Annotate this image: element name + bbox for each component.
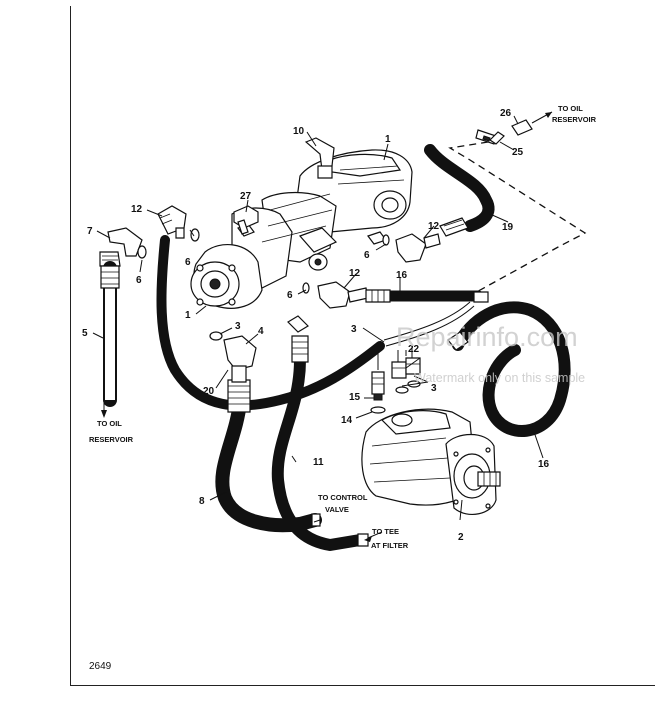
note-to-oil-reservoir-top-1: TO OIL xyxy=(558,104,583,113)
callout-labels: 10 1 27 12 7 6 6 12 6 12 16 6 1 3 4 5 3 … xyxy=(82,108,550,543)
hose-19 xyxy=(424,144,495,237)
elbow-12-right-top xyxy=(395,233,441,263)
callout-2: 2 xyxy=(458,532,464,543)
page-frame xyxy=(70,6,655,686)
callout-3-left: 3 xyxy=(235,321,241,332)
watermark-sub: Watermark only on this sample xyxy=(414,371,585,385)
arrow-to-tee xyxy=(364,531,383,542)
fitting-10 xyxy=(304,137,335,179)
callout-11: 11 xyxy=(313,457,324,468)
arrow-to-control-valve xyxy=(313,519,321,523)
motor-2 xyxy=(361,408,501,516)
fitting-26 xyxy=(511,111,553,136)
callout-8: 8 xyxy=(199,496,205,507)
o-ring-6-right xyxy=(382,234,390,246)
callout-1-left: 1 xyxy=(185,310,191,321)
callout-1-top: 1 xyxy=(385,134,391,145)
callout-3-right: 3 xyxy=(431,383,437,394)
routing-notes: TO OIL RESERVOIR TO OIL RESERVOIR TO CON… xyxy=(89,104,597,550)
callout-16-upper: 16 xyxy=(396,270,408,281)
elbow-12-mid xyxy=(317,281,369,309)
callout-7: 7 xyxy=(87,226,93,237)
callout-15: 15 xyxy=(349,392,361,403)
callout-27: 27 xyxy=(240,191,252,202)
hose-16-loop xyxy=(447,301,571,437)
figure-number: 2649 xyxy=(89,661,112,672)
callout-22: 22 xyxy=(408,344,420,355)
watermark: Repairinfo.com Watermark only on this sa… xyxy=(396,322,585,385)
callout-10: 10 xyxy=(293,126,305,137)
callout-4: 4 xyxy=(258,326,264,337)
note-to-control-valve-1: TO CONTROL xyxy=(318,493,368,502)
note-to-oil-reservoir-left-1: TO OIL xyxy=(97,419,122,428)
fittings-22 xyxy=(391,357,421,379)
callout-6-upper: 6 xyxy=(185,257,191,268)
elbow-7 xyxy=(99,227,143,267)
fitting-15 xyxy=(371,371,385,401)
reservoir-dashed-line xyxy=(448,141,587,301)
callout-26: 26 xyxy=(500,108,512,119)
o-ring-14 xyxy=(370,406,386,414)
note-to-control-valve-2: VALVE xyxy=(325,505,349,514)
leader-lines xyxy=(92,115,544,521)
note-to-oil-reservoir-left-2: RESERVOIR xyxy=(89,435,134,444)
callout-6-mid: 6 xyxy=(287,290,293,301)
note-to-oil-reservoir-top-2: RESERVOIR xyxy=(552,115,597,124)
callout-12-left: 12 xyxy=(131,204,143,215)
o-ring-6-upper xyxy=(190,228,200,242)
callout-25: 25 xyxy=(512,147,524,158)
callout-14: 14 xyxy=(341,415,353,426)
hose-5 xyxy=(100,261,120,407)
hose-16-upper xyxy=(365,289,489,303)
callout-19: 19 xyxy=(502,222,514,233)
elbow-4 xyxy=(209,331,257,383)
elbow-12-left xyxy=(157,205,187,239)
hose-20 xyxy=(156,235,385,411)
fitting-27 xyxy=(233,205,259,235)
callout-20: 20 xyxy=(203,386,215,397)
note-to-tee-1: TO TEE xyxy=(372,527,399,536)
callout-16-lower: 16 xyxy=(538,459,550,470)
hose-11 xyxy=(271,315,369,551)
callout-6-left: 6 xyxy=(136,275,142,286)
tee-fitting-25 xyxy=(475,129,505,145)
o-ring-6-left xyxy=(137,245,147,259)
callout-6-right: 6 xyxy=(364,250,370,261)
note-to-tee-2: AT FILTER xyxy=(371,541,409,550)
callout-3-mid: 3 xyxy=(351,324,357,335)
callout-5: 5 xyxy=(82,328,88,339)
callout-12-mid: 12 xyxy=(349,268,361,279)
watermark-main: Repairinfo.com xyxy=(396,322,578,352)
callout-12-right: 12 xyxy=(428,221,440,232)
pump-assembly xyxy=(190,149,413,309)
